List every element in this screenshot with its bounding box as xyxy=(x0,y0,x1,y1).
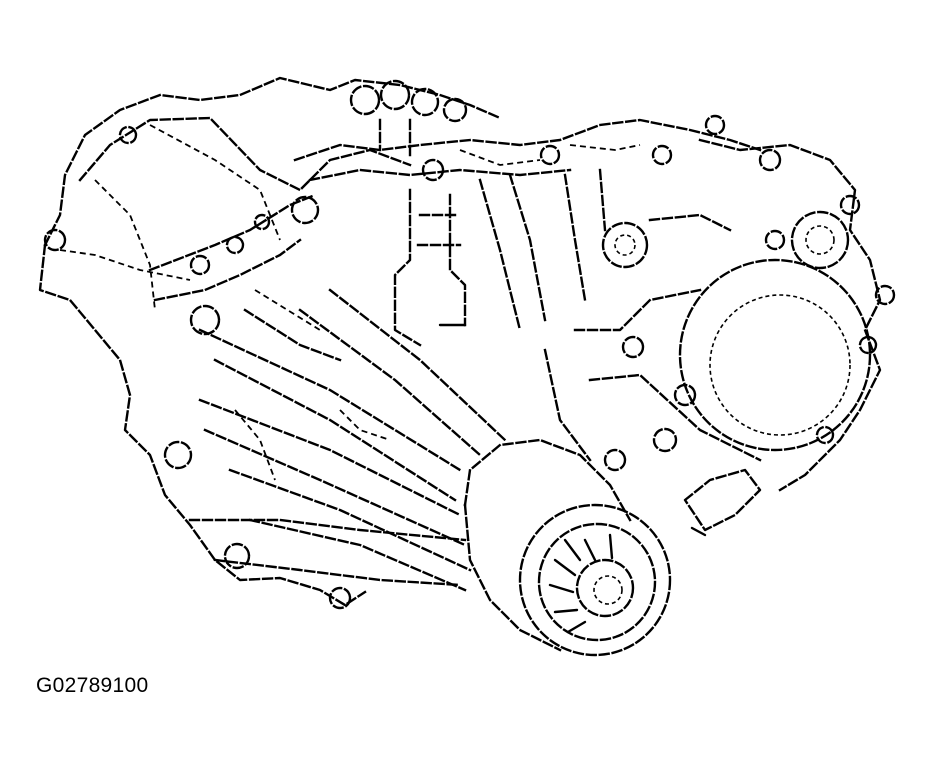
top-boss-2 xyxy=(379,79,411,111)
flange-bolt-4 xyxy=(290,195,320,225)
right-bolt-2 xyxy=(858,335,878,355)
spline-7 xyxy=(608,533,614,560)
flange-bolt-1 xyxy=(189,254,211,276)
bell-housing-rib-2 xyxy=(59,249,191,281)
spline-6 xyxy=(583,538,597,562)
mid-bolt-4 xyxy=(603,448,627,472)
figure-code: G02789100 xyxy=(36,674,149,697)
output-housing xyxy=(463,438,632,522)
bell-housing-lower-left xyxy=(38,243,367,607)
top-cover-outline xyxy=(293,118,762,162)
top-cover-ridge xyxy=(308,168,572,182)
right-bolt-4 xyxy=(839,194,861,216)
shift-column-left xyxy=(393,188,422,347)
flange-bolt-8 xyxy=(328,586,352,610)
flange-bolt-10 xyxy=(118,125,138,145)
case-rib-10 xyxy=(254,289,321,331)
mid-web-2 xyxy=(588,373,762,462)
spline-4 xyxy=(553,608,579,614)
lower-case-detail-2 xyxy=(339,409,391,441)
mid-bolt-2 xyxy=(673,383,697,407)
top-boss-3 xyxy=(410,87,440,117)
output-shaft-end xyxy=(575,558,635,618)
shift-rod-1 xyxy=(478,178,522,332)
mid-bolt-3 xyxy=(652,427,678,453)
top-bolt-d xyxy=(704,114,726,136)
spline-5 xyxy=(566,620,587,634)
top-cover-line-1 xyxy=(459,149,541,166)
top-boss-stem xyxy=(378,118,412,157)
top-boss-1 xyxy=(349,84,381,116)
right-bolt-1 xyxy=(874,284,896,306)
flange-bolt-9 xyxy=(43,228,67,252)
lower-connector-tip xyxy=(690,526,707,537)
lower-case-edge-2 xyxy=(188,518,467,542)
flange-bolt-6 xyxy=(163,440,193,470)
mid-web-1 xyxy=(573,288,702,332)
top-bolt-a xyxy=(421,158,445,182)
mid-web-4 xyxy=(648,213,732,232)
case-rib-4 xyxy=(203,428,467,547)
bell-housing-inner-rim xyxy=(78,116,412,192)
top-cover-line-2 xyxy=(569,144,641,151)
case-rib-5 xyxy=(228,468,472,572)
shift-rod-2 xyxy=(508,173,547,322)
spline-2 xyxy=(553,558,577,577)
output-housing-lower xyxy=(463,503,562,652)
center-boss xyxy=(601,221,649,269)
bell-housing-outline xyxy=(43,76,502,247)
top-bolt-c xyxy=(651,144,673,166)
top-bolt-b xyxy=(539,144,561,166)
case-rib-6 xyxy=(248,518,467,592)
shift-column-right xyxy=(448,193,467,327)
spline-3 xyxy=(548,583,575,594)
lower-case-detail xyxy=(234,409,276,481)
flange-bolt-5 xyxy=(189,304,221,336)
output-flange-mid xyxy=(537,522,657,642)
differential-cover-outer xyxy=(678,258,872,452)
case-rib-9 xyxy=(243,308,342,362)
shift-rod-3 xyxy=(563,173,587,302)
flange-bolt-3 xyxy=(253,213,271,231)
center-boss-bolt xyxy=(614,234,636,256)
case-rib-2 xyxy=(213,358,457,502)
mid-web-3 xyxy=(543,348,592,462)
shift-column-collar xyxy=(416,213,462,247)
case-rib-7 xyxy=(298,308,482,457)
differential-cover-inner xyxy=(709,294,851,436)
flange-bolt-2 xyxy=(225,235,245,255)
case-rib-1 xyxy=(198,328,462,472)
housing-flange-band xyxy=(148,193,317,272)
right-bolt-5 xyxy=(764,229,786,251)
side-output-boss xyxy=(790,210,850,270)
output-shaft-center xyxy=(593,575,623,605)
top-bolt-e xyxy=(758,148,782,172)
case-rib-3 xyxy=(198,398,462,517)
lower-case-edge xyxy=(213,558,462,587)
right-bolt-3 xyxy=(815,425,835,445)
mid-bolt-1 xyxy=(621,335,645,359)
right-housing-outline xyxy=(698,138,882,492)
output-flange-outer xyxy=(518,503,672,657)
bell-housing-rib-1 xyxy=(94,179,156,311)
spline-1 xyxy=(563,538,582,562)
shift-rod-4 xyxy=(598,168,607,232)
side-output-seal xyxy=(805,225,835,255)
housing-flange-band-2 xyxy=(153,238,302,302)
case-rib-8 xyxy=(328,288,507,442)
flange-bolt-7 xyxy=(223,542,251,570)
lower-connector xyxy=(683,468,762,532)
top-boss-4 xyxy=(442,97,468,123)
bell-housing-rib-3 xyxy=(149,124,281,241)
